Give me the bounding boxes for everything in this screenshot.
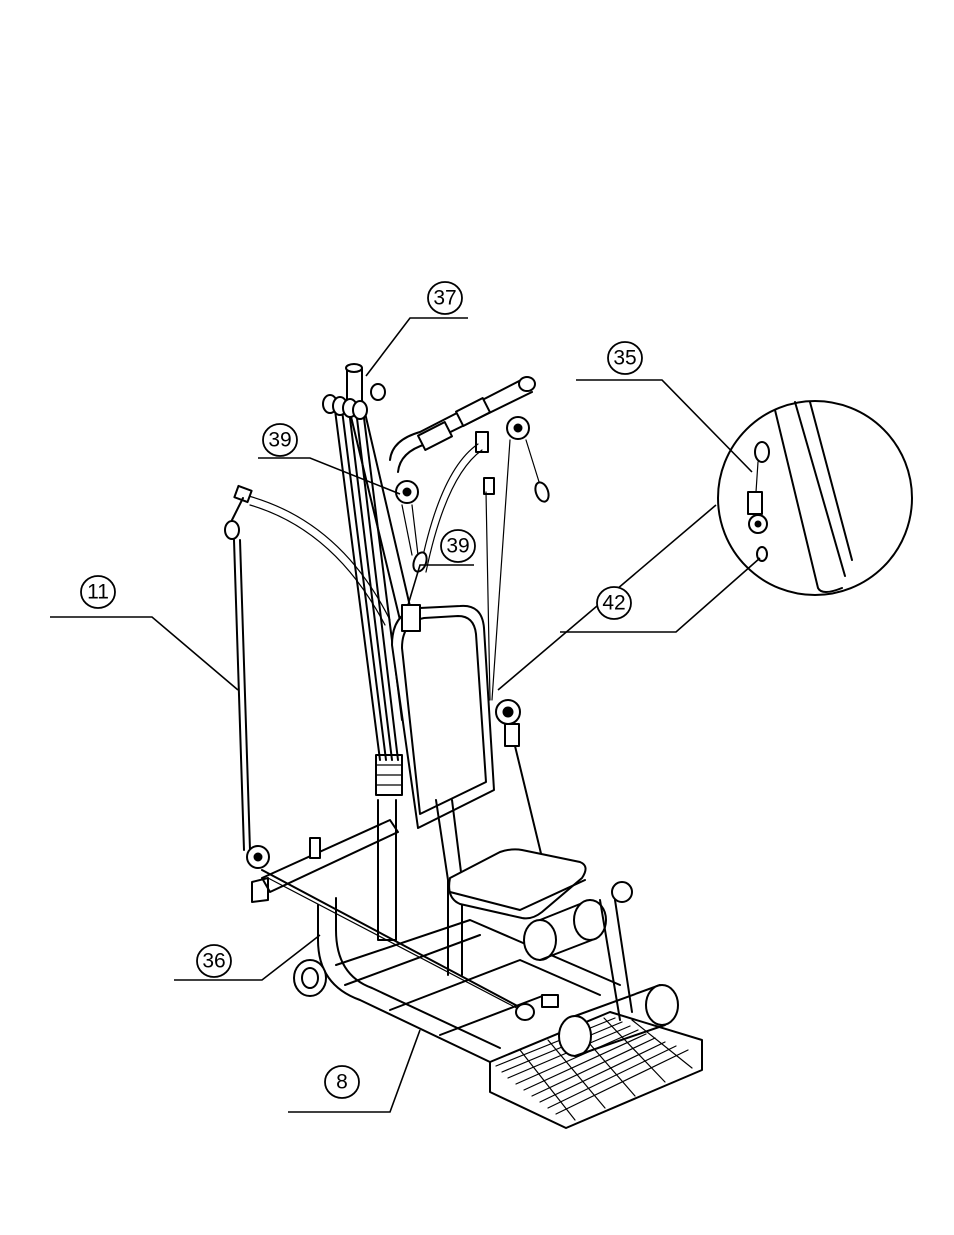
callout-8-label: 8 — [336, 1071, 348, 1094]
leader-11 — [50, 617, 238, 690]
detail-zoom — [718, 401, 912, 595]
callout-8: 8 — [325, 1066, 359, 1098]
top-crossbar — [390, 377, 535, 503]
backrest — [392, 605, 494, 828]
footplate — [490, 1012, 702, 1128]
rear-crossbar — [252, 820, 398, 902]
seat-assembly — [436, 800, 678, 1056]
callout-11-label: 11 — [87, 581, 109, 604]
callout-11: 11 — [81, 576, 115, 608]
roller-upper — [524, 920, 556, 960]
wheel — [294, 960, 326, 996]
right-pulley — [496, 700, 545, 870]
leader-42 — [560, 558, 760, 632]
callout-37-label: 37 — [433, 287, 456, 310]
callout-37: 37 — [428, 282, 462, 314]
callout-36: 36 — [197, 945, 231, 977]
callout-35: 35 — [608, 342, 642, 374]
rod-caps — [323, 384, 385, 419]
base-frame — [294, 898, 702, 1128]
callout-39-lower-label: 39 — [446, 535, 469, 558]
callout-36-label: 36 — [202, 950, 225, 973]
callout-42-label: 42 — [602, 592, 625, 615]
callout-39-upper: 39 — [263, 424, 297, 456]
leader-37 — [366, 318, 468, 376]
leader-39-lower — [408, 565, 474, 605]
callout-39-lower: 39 — [441, 530, 475, 562]
seat — [449, 849, 585, 918]
callout-42: 42 — [597, 587, 631, 619]
roller-lower — [559, 1016, 591, 1056]
callout-35-label: 35 — [613, 347, 636, 370]
callout-39-upper-label: 39 — [268, 429, 291, 452]
